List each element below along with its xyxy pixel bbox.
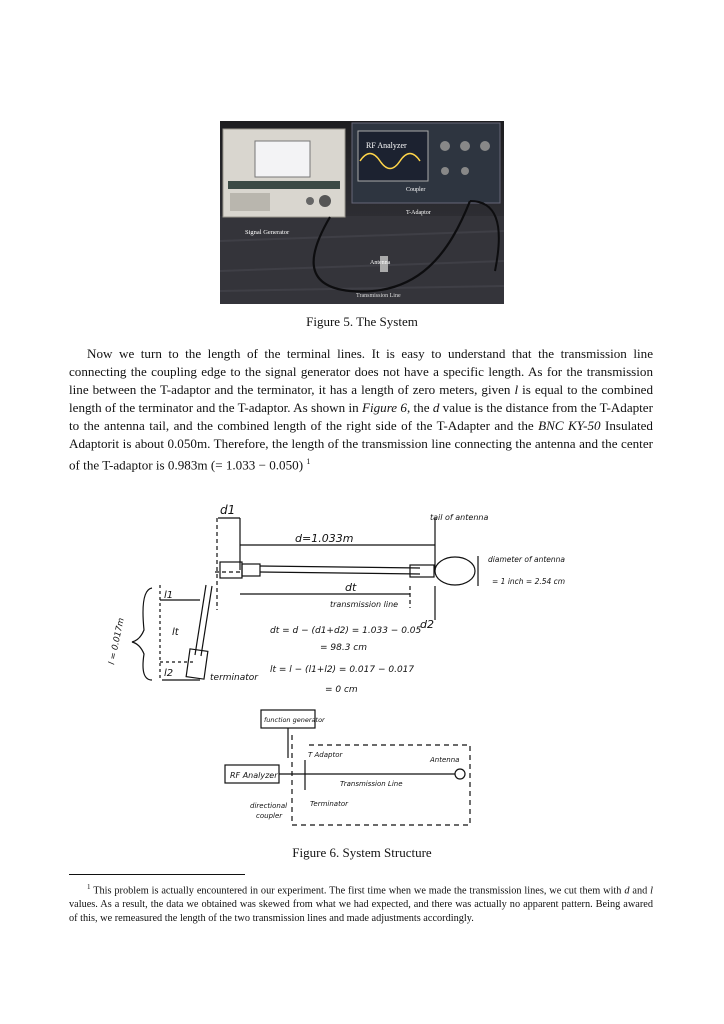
photo-label-t-adaptor: T-Adaptor [406, 210, 431, 216]
bnc-model: BNC KY-50 [538, 418, 601, 433]
label-d: d=1.033m [295, 532, 353, 545]
footnote-var-d: d [624, 885, 630, 897]
var-l: l [514, 382, 519, 397]
label-transmission-line: transmission line [330, 600, 398, 609]
para-text-3: , the [406, 400, 433, 415]
label-l-total: l = 0.017m [107, 617, 127, 666]
equation-dt: dt = d − (d1+d2) = 1.033 − 0.05 [270, 626, 422, 636]
para-text-4: value is the distance from the T-Adapter… [69, 400, 653, 433]
label-terminator: terminator [210, 673, 259, 683]
figure5-caption: Figure 5. The System [306, 314, 418, 329]
label-function-generator: function generator [264, 716, 326, 724]
label-diameter-value: = 1 inch = 2.54 cm [492, 577, 565, 586]
photo-label-rf-analyzer: RF Analyzer [366, 141, 407, 150]
footnote-var-l: l [650, 885, 654, 897]
label-t-adaptor: T Adaptor [308, 751, 343, 759]
footnote-text-3: values. As a result, the data we obtaine… [69, 899, 653, 925]
label-transmission-line-2: Transmission Line [340, 780, 403, 788]
system-structure-sketch: d1 d=1.033m tail of antenna diameter of … [100, 490, 620, 830]
footnote-rule [69, 874, 245, 875]
label-l1: l1 [164, 590, 173, 601]
figure6-ref: Figure 6 [361, 400, 407, 415]
para-text-2: is equal to the combined length of the t… [69, 382, 653, 415]
label-l2: l2 [164, 668, 173, 679]
label-d2: d2 [420, 618, 434, 631]
label-lt: lt [172, 627, 180, 638]
label-d1: d1 [220, 503, 235, 517]
label-dt: dt [345, 581, 357, 594]
equation-dt-result: = 98.3 cm [320, 643, 367, 653]
footnote-text-1: This problem is actually encountered in … [90, 885, 625, 897]
label-rf-analyzer: RF Analyzer [230, 771, 278, 780]
equation-lt-result: = 0 cm [325, 685, 358, 695]
label-tail-of-antenna: tail of antenna [430, 513, 488, 522]
footnote: 1 This problem is actually encountered i… [69, 880, 653, 926]
system-photo: RF Analyzer Coupler T-Adaptor Signal Gen… [220, 121, 504, 304]
footnote-marker: 1 [306, 457, 311, 466]
para-text-1: Now we turn to the length of the termina… [69, 346, 653, 397]
photo-label-coupler: Coupler [406, 187, 425, 193]
photo-label-transmission-line: Transmission Line [356, 293, 401, 299]
photo-label-antenna: Antenna [370, 260, 391, 266]
footnote-text-2: and [629, 885, 651, 897]
label-coupler: coupler [256, 812, 283, 820]
figure6-caption: Figure 6. System Structure [292, 845, 432, 860]
label-terminator-2: Terminator [310, 800, 349, 808]
label-antenna: Antenna [429, 756, 459, 764]
photo-label-signal-generator: Signal Generator [245, 229, 290, 236]
var-d: d [432, 400, 440, 415]
footnote-number: 1 [87, 883, 91, 891]
label-diameter: diameter of antenna [488, 555, 565, 564]
label-directional: directional [250, 802, 287, 810]
equation-lt: lt = l − (l1+l2) = 0.017 − 0.017 [270, 665, 414, 675]
body-paragraph: Now we turn to the length of the termina… [69, 345, 653, 474]
para-text-5: Insulated Adaptorit is about 0.050m. The… [69, 418, 653, 473]
